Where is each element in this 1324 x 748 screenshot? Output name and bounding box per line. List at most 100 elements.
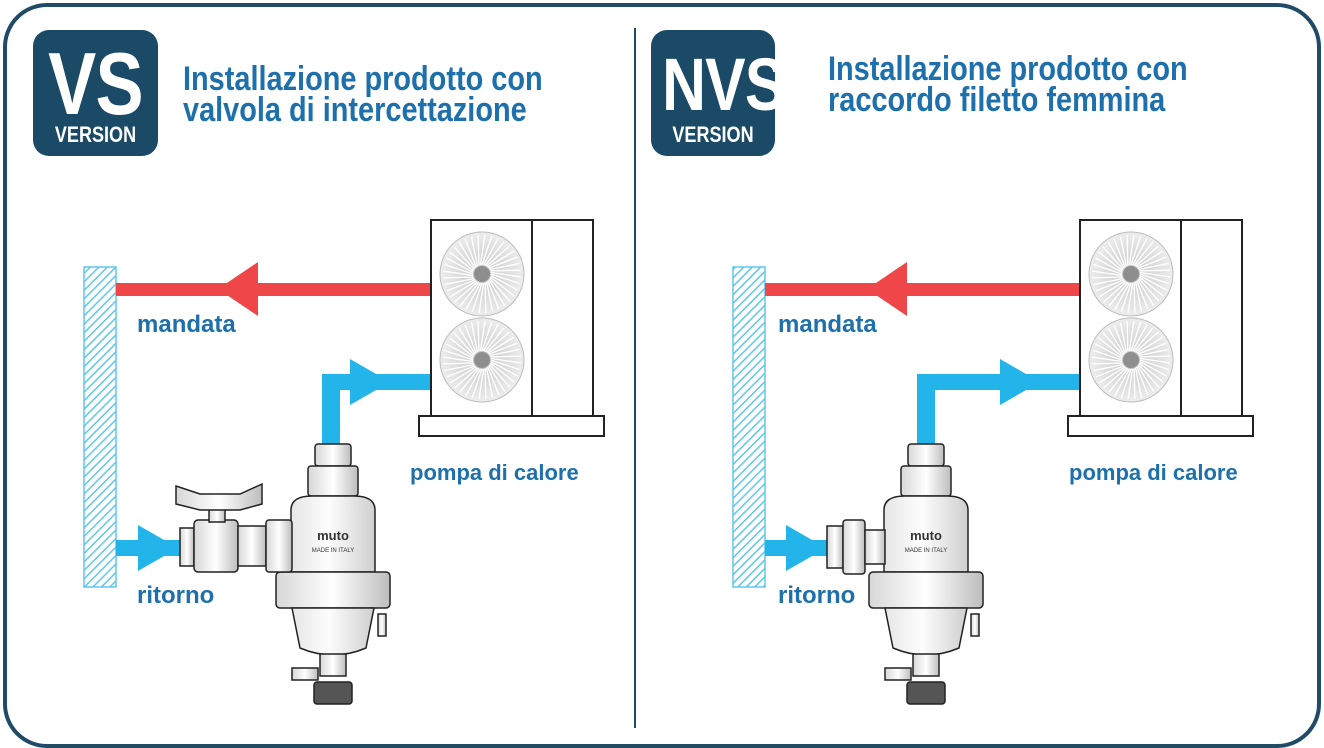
fan-blade: [1103, 367, 1127, 389]
fan-blade: [486, 245, 510, 267]
fan-blade: [1139, 271, 1170, 278]
fan-blade: [488, 256, 518, 269]
fan-blade: [1137, 256, 1167, 269]
fan-blade: [1133, 368, 1136, 399]
fan-blade: [449, 366, 477, 384]
fan-blade: [1107, 327, 1125, 355]
fan-blade: [1138, 262, 1169, 271]
fan-blade: [1133, 327, 1154, 352]
fan-icon: [439, 317, 525, 403]
fan-blade: [1128, 321, 1135, 352]
badge-sub-text: VERSION: [672, 122, 754, 147]
fan-blade: [1138, 364, 1160, 388]
left-title-line1: Installazione prodotto con: [183, 60, 543, 98]
return-arrow-top: [1000, 359, 1040, 405]
return-pipe-vertical: [917, 374, 935, 452]
fan-blade: [1120, 282, 1132, 313]
filter-icon: [275, 443, 391, 705]
right-return-label: ritorno: [778, 582, 856, 609]
left-title-line2: valvola di intercettazione: [183, 91, 527, 129]
fan-blade: [458, 327, 476, 355]
fan-blade: [1139, 357, 1170, 364]
center-divider: [634, 28, 636, 728]
fan-blade: [1092, 270, 1123, 277]
fan-blade: [1138, 348, 1169, 357]
fan-blade: [454, 281, 478, 303]
fan-blade: [1098, 366, 1126, 384]
fan-blade: [485, 367, 494, 398]
fan-blade: [446, 257, 474, 274]
fan-blade: [477, 235, 480, 266]
fan-blade: [1098, 280, 1126, 298]
fan-blade: [470, 322, 479, 353]
fan-blade: [1136, 280, 1149, 310]
fan-blade: [487, 250, 515, 268]
supply-arrow: [218, 262, 258, 316]
fan-blade: [1134, 281, 1143, 312]
fan-blade: [1095, 365, 1125, 378]
filter-brand-sub: MADE IN ITALY: [312, 548, 354, 554]
fan-blade: [490, 276, 515, 297]
fan-blade: [484, 241, 505, 266]
badge-main-text: VS: [48, 34, 143, 133]
return-pipe-top: [917, 374, 1081, 390]
fan-blade: [471, 282, 483, 313]
fan-blade: [1102, 332, 1124, 356]
right-pump-label: pompa di calore: [1069, 460, 1238, 485]
fan-blade: [1139, 362, 1164, 383]
fan-blade: [1095, 257, 1123, 274]
fan-blade: [1093, 363, 1124, 372]
fan-blade: [443, 356, 474, 363]
fan-blade: [1103, 281, 1127, 303]
fan-blade: [485, 281, 494, 312]
right-title-line1: Installazione prodotto con: [828, 50, 1188, 88]
fan-blade: [486, 331, 510, 353]
fan-blade: [1138, 278, 1160, 302]
fan-blade: [1131, 324, 1148, 352]
fan-blade: [449, 251, 474, 272]
fan-blade: [488, 365, 506, 393]
supply-pipe: [116, 283, 432, 296]
fan-blade: [1113, 324, 1126, 354]
fan-blade: [444, 363, 475, 372]
installation-diagrams: muto MADE IN ITALY: [83, 219, 1254, 705]
fan-blade: [478, 368, 485, 399]
fan-blade: [1139, 360, 1167, 377]
fan-blade: [453, 246, 475, 270]
fan-blade: [489, 278, 511, 302]
fan-blade: [1139, 269, 1170, 272]
fan-blade: [484, 368, 487, 399]
wall-icon: [732, 266, 766, 588]
fan-blade: [490, 269, 521, 272]
supply-arrow: [867, 262, 907, 316]
fan-blade: [449, 280, 477, 298]
fan-blade: [487, 336, 515, 354]
fan-blade: [446, 365, 476, 378]
fan-blade: [453, 332, 475, 356]
fan-blade: [487, 366, 500, 396]
fan-blade: [1135, 331, 1159, 353]
fan-blade: [454, 367, 478, 389]
fan-blade: [446, 279, 476, 292]
fan-blade: [449, 337, 474, 358]
fan-blade: [490, 274, 518, 291]
fan-blade: [481, 235, 493, 266]
fan-blade: [1139, 355, 1170, 358]
fan-blade: [459, 368, 480, 393]
fan-blade: [1139, 359, 1170, 371]
fan-blade: [1136, 250, 1164, 268]
fan-blade: [465, 282, 482, 310]
fan-blade: [443, 270, 474, 277]
right-diagram: muto MADE IN ITALY: [732, 219, 1254, 705]
fan-blade: [1126, 321, 1129, 352]
fan-blade: [484, 327, 505, 352]
fan-blade: [1108, 282, 1129, 307]
fan-blade: [1126, 235, 1129, 266]
fan-blade: [484, 282, 487, 313]
ball-valve-icon: [175, 482, 293, 573]
badge-main-text: NVS: [662, 43, 775, 126]
left-title: Installazione prodotto con valvola di in…: [183, 60, 543, 129]
fan-blade: [482, 238, 499, 266]
filter-brand: muto: [317, 528, 349, 543]
fan-blade: [1120, 368, 1132, 399]
